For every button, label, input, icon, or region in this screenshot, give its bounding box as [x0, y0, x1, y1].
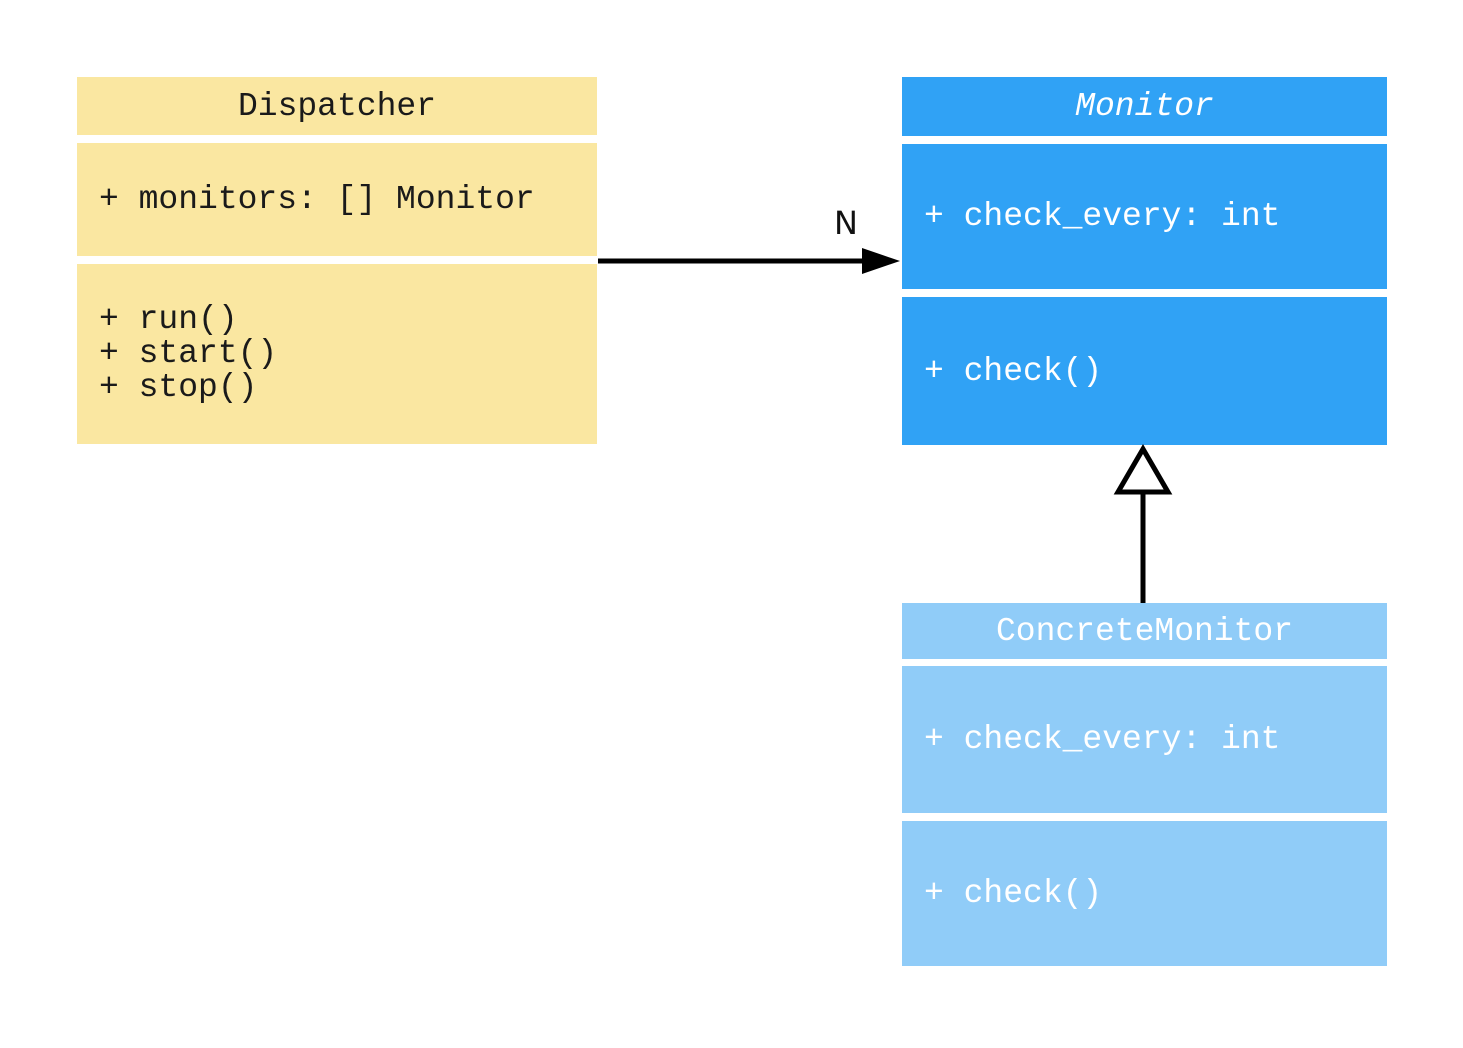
class-monitor-methods-section: + check()	[902, 297, 1387, 445]
class-dispatcher-methods-section: + run() + start() + stop()	[77, 264, 597, 444]
class-concretemonitor-methods-section: + check()	[902, 821, 1387, 966]
class-dispatcher-method: + stop()	[99, 369, 258, 406]
class-concretemonitor-name: ConcreteMonitor	[995, 612, 1294, 650]
class-concretemonitor-title-section: ConcreteMonitor	[902, 603, 1387, 659]
class-monitor-attributes-section: + check_every: int	[902, 144, 1387, 289]
class-dispatcher-method-list: + run() + start() + stop()	[99, 303, 277, 405]
class-dispatcher-attribute: + monitors: [] Monitor	[99, 181, 535, 218]
class-dispatcher-method: + start()	[99, 335, 278, 372]
class-monitor-title-section: Monitor	[902, 77, 1387, 136]
association-arrow	[598, 248, 900, 274]
inheritance-arrow	[1113, 444, 1173, 603]
hollow-triangle-icon	[1113, 444, 1173, 495]
class-monitor-name: Monitor	[1075, 88, 1214, 125]
association-multiplicity-label: N	[834, 204, 858, 242]
class-monitor-method: + check()	[924, 352, 1103, 390]
arrowhead-icon	[862, 248, 900, 274]
class-monitor-attribute: + check_every: int	[924, 198, 1281, 235]
class-dispatcher-name: Dispatcher	[237, 87, 437, 125]
class-dispatcher-title-section: Dispatcher	[77, 77, 597, 135]
class-concretemonitor-method: + check()	[924, 875, 1103, 912]
class-dispatcher-attributes-section: + monitors: [] Monitor	[77, 143, 597, 256]
class-concretemonitor-attribute: + check_every: int	[924, 721, 1281, 758]
class-dispatcher-method: + run()	[99, 301, 238, 338]
class-concretemonitor-attributes-section: + check_every: int	[902, 666, 1387, 813]
